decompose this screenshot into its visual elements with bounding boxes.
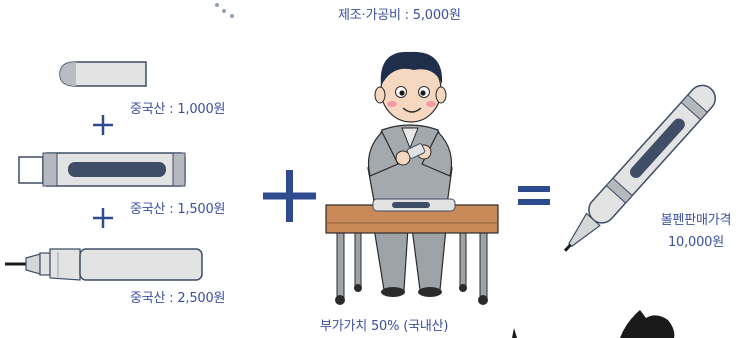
- pen-tip-part-icon: [5, 248, 203, 281]
- sale-price-value: 10,000원: [667, 235, 725, 250]
- finished-pen-icon: [563, 84, 716, 252]
- value-added-label: 부가가치 50% (국내산): [320, 319, 449, 334]
- decorative-dots: [215, 3, 234, 18]
- sale-price-block: 볼펜판매가격 10,000원: [648, 210, 744, 254]
- pen-body-part-icon: [18, 152, 186, 187]
- decorative-shape: [512, 310, 675, 338]
- cap-part-icon: [59, 61, 147, 87]
- plus-icon: [263, 170, 316, 222]
- body-part-price-label: 중국산 : 1,500원: [130, 202, 226, 217]
- sale-price-label: 볼펜판매가격: [660, 213, 732, 228]
- plus-icon: [93, 115, 113, 135]
- equals-icon: [518, 186, 550, 205]
- processing-cost-label: 제조·가공비 : 5,000원: [338, 8, 461, 23]
- plus-icon: [93, 208, 113, 228]
- worker-illustration: [325, 51, 499, 305]
- cap-part-price-label: 중국산 : 1,000원: [130, 102, 226, 117]
- tip-part-price-label: 중국산 : 2,500원: [130, 291, 226, 306]
